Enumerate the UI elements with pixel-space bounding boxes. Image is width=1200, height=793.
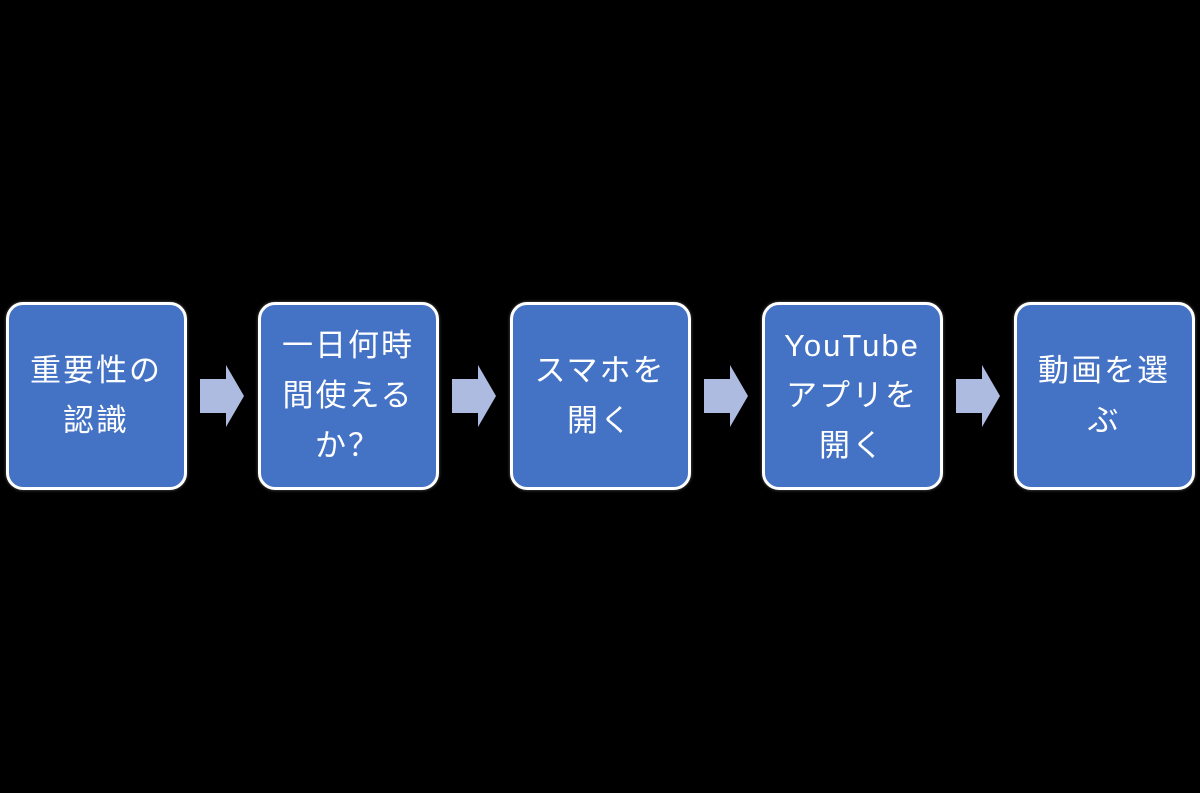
flow-connector [439, 302, 510, 490]
flow-step-5-choose-video: 動画を選 ぶ [1013, 302, 1195, 490]
flow-connector [943, 302, 1014, 490]
right-arrow-icon [704, 365, 748, 427]
flow-connector [187, 302, 258, 490]
flow-step-label-line: ぶ [1087, 403, 1121, 438]
right-arrow-icon [200, 365, 244, 427]
flow-step-label-line: か？ [315, 428, 381, 463]
right-arrow-icon [452, 365, 496, 427]
flow-step-label-line: スマホを [534, 353, 666, 388]
flow-step-label-line: 開く [819, 428, 885, 463]
flowchart-row: 重要性の 認識 一日何時 間使える か？ スマホを 開く [0, 302, 1200, 492]
flow-step-label-line: 認識 [63, 403, 129, 438]
flow-step-4-open-youtube-app: YouTube アプリを 開く [761, 302, 943, 490]
flow-step-label-line: 重要性の [30, 353, 162, 388]
flow-step-1-importance: 重要性の 認識 [5, 302, 187, 490]
flow-step-label-line: YouTube [784, 328, 920, 363]
flow-step-label-line: 動画を選 [1038, 353, 1170, 388]
flow-step-label-line: 一日何時 [282, 328, 414, 363]
flow-step-label-line: アプリを [786, 378, 918, 413]
flow-step-3-open-smartphone: スマホを 開く [509, 302, 691, 490]
flow-connector [691, 302, 762, 490]
flow-step-label-line: 開く [567, 403, 633, 438]
flow-step-2-hours-per-day: 一日何時 間使える か？ [257, 302, 439, 490]
flow-step-label-line: 間使える [282, 378, 414, 413]
right-arrow-icon [956, 365, 1000, 427]
